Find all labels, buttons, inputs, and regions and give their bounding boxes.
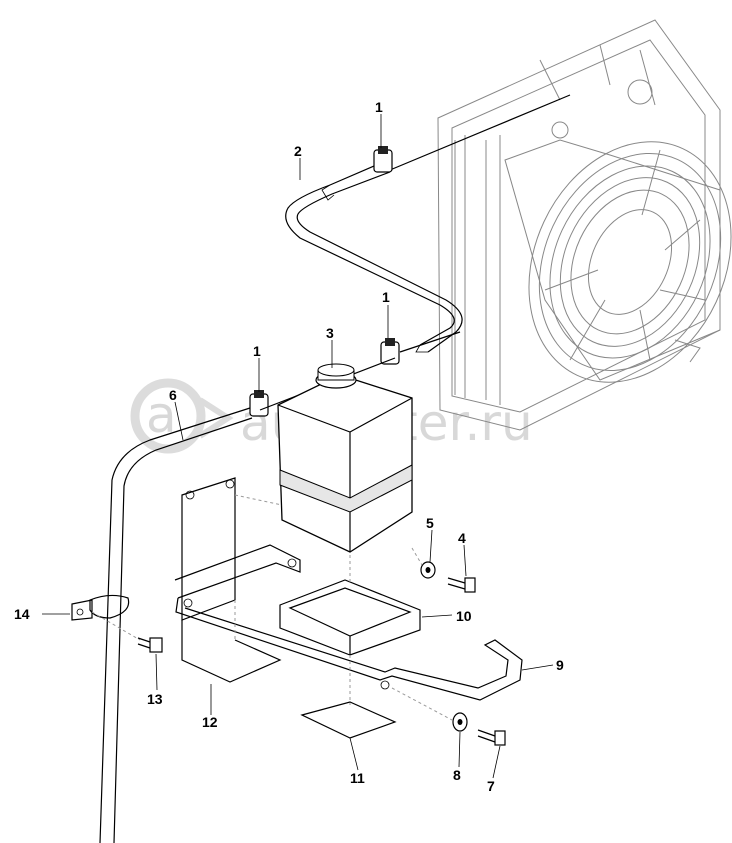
callout-4: 4 <box>458 530 466 546</box>
hose-clip-1-upper <box>373 146 393 173</box>
tray-10 <box>279 555 421 656</box>
callout-10: 10 <box>456 608 472 624</box>
callout-6: 6 <box>169 387 177 403</box>
pad-11 <box>300 655 397 739</box>
pipe-clamp-14 <box>71 594 141 641</box>
bolt-7 <box>477 729 506 746</box>
callout-7: 7 <box>487 778 495 794</box>
callout-2: 2 <box>294 143 302 159</box>
callout-8: 8 <box>453 767 461 783</box>
bolt-13 <box>137 637 163 653</box>
washer-5 <box>411 547 436 579</box>
radiator-assembly <box>437 19 732 431</box>
strap-9 <box>174 544 523 701</box>
callout-3: 3 <box>326 325 334 341</box>
callout-11: 11 <box>350 770 365 786</box>
callout-1-middle: 1 <box>382 289 390 305</box>
callout-14: 14 <box>14 606 30 622</box>
hose-2 <box>285 94 571 353</box>
callout-1-lower: 1 <box>253 343 261 359</box>
callout-1-upper: 1 <box>375 99 383 115</box>
bracket-12 <box>181 477 283 683</box>
bolt-4 <box>447 577 476 593</box>
callout-5: 5 <box>426 515 434 531</box>
callout-13: 13 <box>147 691 163 707</box>
leader-lines <box>42 114 554 779</box>
callout-9: 9 <box>556 657 564 673</box>
expansion-tank-3 <box>277 363 413 553</box>
hose-clip-1-lower <box>249 390 269 417</box>
callouts: 1 2 1 3 1 6 5 4 14 10 9 13 12 8 7 11 <box>14 99 564 794</box>
svg-text:a: a <box>146 386 177 444</box>
washer-8 <box>391 687 468 732</box>
callout-12: 12 <box>202 714 218 730</box>
